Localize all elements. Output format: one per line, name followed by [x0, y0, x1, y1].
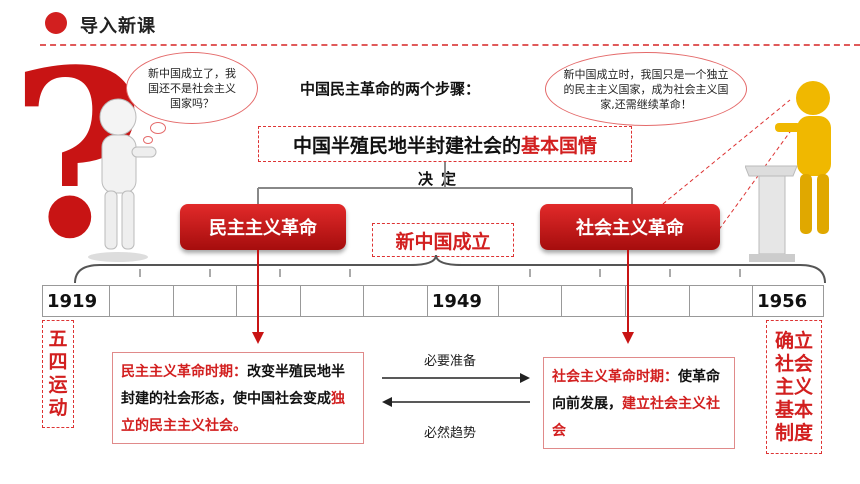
left-thought-bubble: 新中国成立了，我国还不是社会主义国家吗？	[126, 52, 258, 124]
democratic-period-highlight: 独立的民主主义社会。	[121, 391, 345, 434]
timeline-cell	[110, 286, 174, 316]
header-dot	[45, 12, 67, 34]
left-bubble-text: 新中国成立了，我国还不是社会主义国家吗？	[148, 66, 236, 110]
timeline-cell	[626, 286, 690, 316]
decide-label: 决定	[418, 170, 465, 188]
democratic-revolution-bar: 民主主义革命	[180, 204, 346, 250]
decide-connector	[257, 162, 633, 208]
timeline-cell	[237, 286, 301, 316]
header-divider	[40, 44, 860, 46]
arrow-label-preparation: 必要准备	[424, 354, 477, 369]
socialist-period-label: 社会主义革命时期：	[552, 369, 678, 385]
steps-title: 中国民主革命的两个步骤：	[300, 80, 481, 98]
year-1919: 1919	[43, 286, 110, 316]
new-china-box: 新中国成立	[372, 223, 514, 257]
down-arrow-right	[622, 250, 634, 344]
timeline-cell	[364, 286, 428, 316]
democratic-period-detail: 民主主义革命时期：改变半殖民地半封建的社会形态，使中国社会变成独立的民主主义社会…	[112, 352, 364, 444]
socialist-period-detail: 社会主义革命时期：使革命向前发展，建立社会主义社会	[543, 357, 735, 449]
socialist-revolution-bar: 社会主义革命	[540, 204, 720, 250]
socialist-system-label: 确立社会主义基本制度	[766, 320, 822, 454]
socialist-period-body: 使革命向前发展，	[552, 369, 720, 412]
socialist-period-highlight: 建立社会主义社会	[552, 396, 720, 439]
bubble-tail	[143, 136, 153, 144]
democratic-period-label: 民主主义革命时期：	[121, 364, 247, 380]
timeline-cell	[174, 286, 238, 316]
arrow-label-trend: 必然趋势	[424, 426, 477, 441]
thinking-figure-icon	[88, 98, 157, 262]
timeline: 1919 1949 1956	[42, 285, 824, 317]
page-title: 导入新课	[80, 16, 156, 37]
year-1956: 1956	[757, 290, 808, 312]
speaker-figure-icon	[745, 81, 831, 262]
timeline-cell	[690, 286, 754, 316]
timeline-cell	[301, 286, 365, 316]
right-bubble-text: 新中国成立时，我国只是一个独立的民主主义国家，成为社会主义国家,还需继续革命！	[563, 67, 729, 111]
may-fourth-label: 五四运动	[42, 320, 74, 428]
right-thought-bubble: 新中国成立时，我国只是一个独立的民主主义国家，成为社会主义国家,还需继续革命！	[545, 52, 747, 126]
timeline-cell	[499, 286, 563, 316]
democratic-period-body: 改变半殖民地半封建的社会形态，使中国社会变成	[121, 364, 345, 407]
bubble-tail	[150, 122, 166, 134]
horizontal-arrows	[382, 373, 530, 407]
basic-conditions-highlight: 基本国情	[521, 134, 598, 157]
timeline-cell	[562, 286, 626, 316]
basic-conditions-text: 中国半殖民地半封建社会的	[292, 134, 521, 157]
timeline-brace	[74, 255, 826, 284]
down-arrow-left	[252, 250, 264, 344]
year-1949: 1949	[428, 286, 499, 316]
basic-conditions-box: 中国半殖民地半封建社会的基本国情	[258, 126, 632, 162]
